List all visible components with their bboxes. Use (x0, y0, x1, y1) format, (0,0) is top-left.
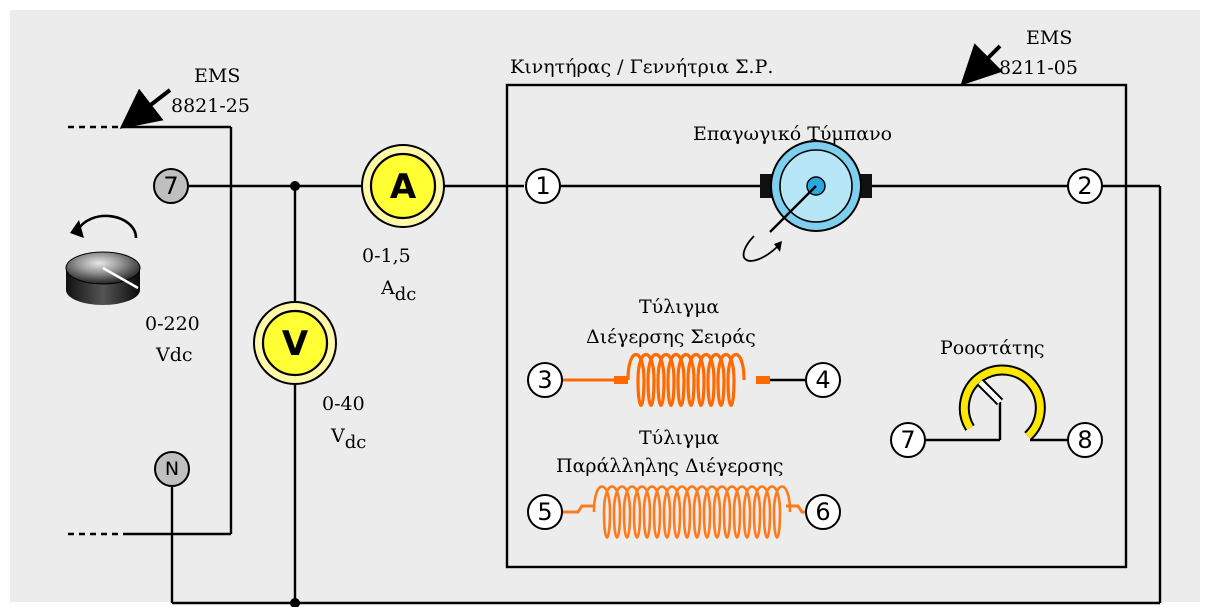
svg-text:7: 7 (163, 172, 178, 200)
terminal-5[interactable]: 5 (527, 494, 563, 530)
rotate-arrow-icon (76, 214, 138, 239)
terminal-3[interactable]: 3 (527, 362, 563, 398)
svg-text:4: 4 (815, 366, 830, 394)
svg-text:5: 5 (537, 498, 552, 526)
junction-dot-top (290, 181, 300, 191)
voltmeter-symbol: V (282, 324, 309, 364)
source-module: EMS 8821-25 (68, 65, 250, 536)
rheostat-label: Ροοστάτης (940, 337, 1045, 359)
motor-module-box (505, 83, 1128, 569)
motor-module-label: EMS (1026, 27, 1072, 49)
supply-range: 0-220 (145, 313, 200, 335)
series-winding-line1: Τύλιγμα (639, 296, 719, 318)
ammeter-range: 0-1,5 (362, 245, 411, 267)
source-terminal-n[interactable]: N (154, 451, 190, 487)
terminal-6[interactable]: 6 (805, 494, 841, 530)
junction-dot-bottom (290, 598, 300, 607)
supply-unit: Vdc (155, 344, 193, 366)
terminal-1[interactable]: 1 (525, 168, 561, 204)
voltmeter-range: 0-40 (322, 393, 365, 415)
terminal-7-rheostat[interactable]: 7 (890, 422, 926, 458)
armature-drum (742, 140, 872, 262)
ammeter-unit: Adc (380, 277, 416, 305)
shunt-winding-line2: Παράλληλης Διέγερσης (556, 455, 783, 477)
armature-label: Επαγωγικό Τύμπανο (693, 123, 892, 145)
motor-module-code: 8211-05 (999, 57, 1078, 79)
motor-module-arrow (960, 43, 1003, 86)
source-module-arrow (119, 88, 172, 129)
supply-knob[interactable] (65, 214, 141, 305)
terminal-8[interactable]: 8 (1067, 422, 1103, 458)
voltmeter: V (253, 301, 337, 385)
series-winding-coil (562, 352, 805, 407)
svg-text:6: 6 (815, 498, 830, 526)
motor-module-title: Κινητήρας / Γεννήτρια Σ.Ρ. (510, 56, 773, 78)
svg-text:2: 2 (1077, 172, 1092, 200)
shunt-winding-line1: Τύλιγμα (639, 427, 719, 449)
svg-text:3: 3 (537, 366, 552, 394)
rheostat-symbol (926, 364, 1068, 442)
ammeter-symbol: A (390, 167, 417, 207)
source-terminal-7[interactable]: 7 (153, 168, 189, 204)
voltmeter-unit: Vdc (330, 425, 366, 453)
terminal-4[interactable]: 4 (805, 362, 841, 398)
shunt-winding-coil (562, 485, 805, 539)
ammeter: A (361, 144, 445, 228)
svg-text:8: 8 (1077, 426, 1092, 454)
terminal-2[interactable]: 2 (1067, 168, 1103, 204)
source-module-code: 8821-25 (171, 95, 250, 117)
svg-text:7: 7 (900, 426, 915, 454)
series-winding-line2: Διέγερσης Σειράς (586, 326, 756, 348)
svg-text:1: 1 (535, 172, 550, 200)
source-module-label: EMS (194, 65, 240, 87)
svg-text:N: N (165, 458, 179, 480)
